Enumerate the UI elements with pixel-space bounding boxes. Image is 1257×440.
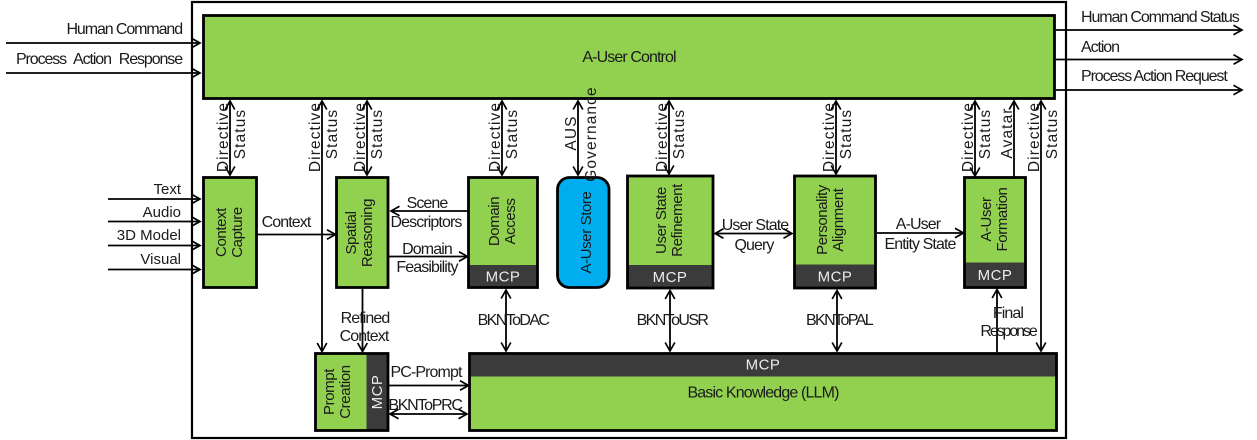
svg-text:Status: Status (671, 109, 688, 160)
svg-text:Reasoning: Reasoning (359, 199, 376, 267)
svg-text:Personality: Personality (814, 184, 831, 255)
svg-text:PC-Prompt: PC-Prompt (390, 364, 462, 381)
svg-text:Status: Status (838, 109, 855, 160)
svg-text:Process Action Response: Process Action Response (16, 51, 183, 68)
svg-text:Status: Status (504, 109, 521, 160)
svg-text:Directive: Directive (1026, 102, 1043, 172)
svg-text:Audio: Audio (143, 204, 181, 221)
svg-text:Directive: Directive (352, 102, 369, 172)
svg-text:Directive: Directive (487, 102, 504, 172)
svg-text:Context: Context (262, 214, 312, 231)
svg-text:Access: Access (502, 199, 519, 245)
svg-text:Context: Context (213, 207, 230, 257)
svg-text:Avatar: Avatar (999, 107, 1016, 158)
svg-text:BKNToPAL: BKNToPAL (806, 312, 874, 329)
svg-text:Creation: Creation (337, 365, 354, 419)
svg-text:Directive: Directive (215, 102, 232, 172)
svg-text:Action: Action (1081, 39, 1119, 56)
svg-text:MCP: MCP (486, 269, 521, 286)
svg-text:Status: Status (977, 109, 994, 160)
svg-text:Basic Knowledge (LLM): Basic Knowledge (LLM) (687, 385, 839, 402)
svg-text:MCP: MCP (746, 357, 781, 374)
svg-text:Status: Status (324, 109, 341, 160)
svg-text:Spatial: Spatial (343, 211, 360, 254)
svg-text:User State: User State (722, 217, 790, 234)
svg-text:Domain: Domain (402, 241, 452, 258)
svg-text:Status: Status (369, 109, 386, 160)
svg-text:Process Action Request: Process Action Request (1081, 68, 1228, 85)
svg-text:MCP: MCP (653, 269, 688, 286)
svg-text:Directive: Directive (307, 102, 324, 172)
svg-text:Domain: Domain (486, 197, 503, 246)
svg-text:Alignment: Alignment (830, 187, 847, 251)
svg-text:Context: Context (340, 328, 390, 345)
svg-text:Query: Query (734, 237, 774, 254)
svg-text:Refinement: Refinement (669, 183, 686, 257)
svg-text:MCP: MCP (369, 375, 386, 410)
svg-text:Capture: Capture (229, 207, 246, 258)
svg-text:Prompt: Prompt (321, 368, 338, 415)
svg-text:A-User: A-User (978, 197, 995, 242)
svg-text:Scene: Scene (407, 195, 449, 212)
svg-text:Formation: Formation (994, 187, 1011, 251)
svg-text:Directive: Directive (960, 102, 977, 172)
svg-text:AUS: AUS (563, 115, 580, 150)
svg-text:Feasibility: Feasibility (396, 259, 458, 276)
svg-text:Human Command Status: Human Command Status (1081, 9, 1240, 26)
svg-text:A-User Store: A-User Store (578, 191, 595, 273)
svg-text:BKNToUSR: BKNToUSR (637, 312, 709, 329)
svg-text:Response: Response (980, 323, 1037, 340)
svg-text:Text: Text (153, 181, 181, 198)
svg-text:Status: Status (232, 109, 249, 160)
svg-text:Final: Final (993, 305, 1024, 322)
svg-text:MCP: MCP (978, 267, 1013, 284)
svg-text:Visual: Visual (140, 251, 181, 268)
svg-text:Directive: Directive (654, 102, 671, 172)
svg-text:BKNToDAC: BKNToDAC (478, 312, 550, 329)
svg-text:Refined: Refined (341, 310, 390, 327)
svg-text:3D Model: 3D Model (117, 227, 181, 244)
svg-text:MCP: MCP (818, 269, 853, 286)
svg-text:Human Command: Human Command (66, 21, 182, 38)
svg-text:Entity State: Entity State (884, 236, 956, 253)
svg-text:Status: Status (1044, 109, 1061, 160)
svg-text:Governance: Governance (583, 86, 600, 181)
svg-text:BKNToPRC: BKNToPRC (388, 397, 462, 414)
svg-text:A-User Control: A-User Control (582, 49, 676, 66)
svg-text:Descriptors: Descriptors (390, 214, 462, 231)
svg-text:A-User: A-User (896, 216, 942, 233)
svg-text:Directive: Directive (821, 102, 838, 172)
svg-text:User State: User State (653, 187, 670, 254)
